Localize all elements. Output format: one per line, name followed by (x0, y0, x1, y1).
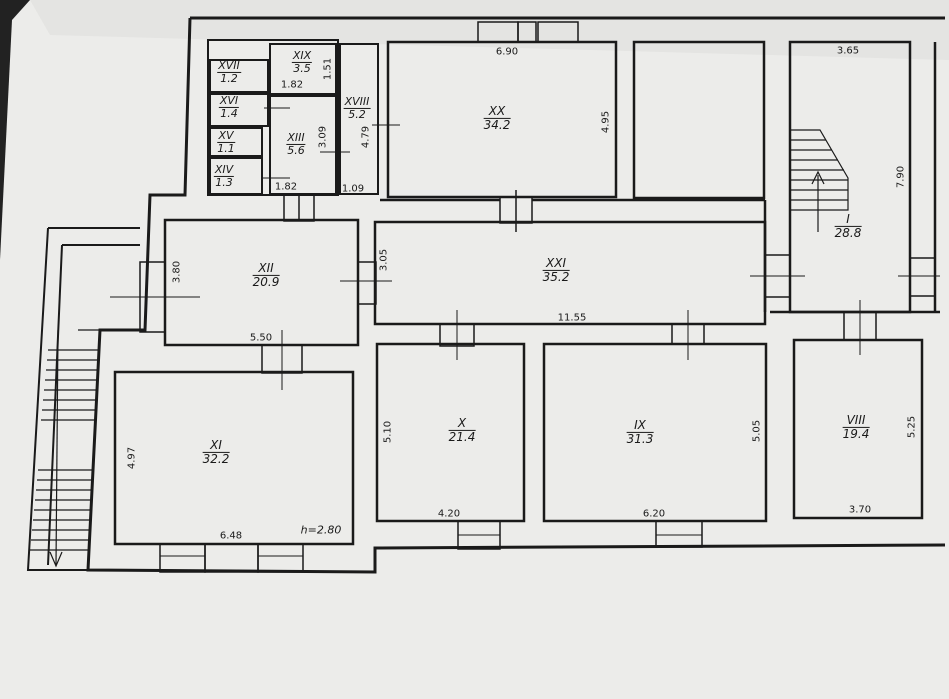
doors (110, 190, 940, 573)
dimension-label: 6.20 (642, 508, 666, 520)
dimension-label: 5.10 (382, 420, 394, 444)
ceiling-height-label: h=2.80 (300, 523, 342, 537)
dimension-label: 4.95 (600, 110, 612, 134)
dimension-label: 3.65 (836, 45, 860, 57)
dimension-label: 3.05 (378, 248, 390, 272)
dimension-label: 3.80 (171, 260, 183, 284)
dimension-label: 7.90 (895, 165, 907, 189)
dimension-label: 6.48 (219, 530, 243, 542)
west-stairs (30, 329, 100, 568)
dimension-label: 5.05 (751, 419, 763, 443)
dimension-label: 4.20 (437, 508, 461, 520)
dimension-label: 6.90 (495, 46, 519, 58)
dimension-label: 3.09 (317, 125, 329, 149)
dimension-label: 1.82 (280, 79, 304, 91)
dimension-label: 11.55 (557, 312, 587, 324)
dimension-label: 3.70 (848, 504, 872, 516)
east-stairs (790, 129, 849, 232)
dimension-label: 1.09 (341, 183, 365, 195)
dimension-label: 5.50 (249, 332, 273, 344)
dimension-label: 1.51 (322, 57, 334, 81)
dimension-label: 5.25 (906, 415, 918, 439)
dimension-label: 1.82 (274, 181, 298, 193)
walls (26, 16, 946, 574)
dimension-label: 4.97 (126, 446, 138, 470)
dimension-label: 4.79 (360, 125, 372, 149)
